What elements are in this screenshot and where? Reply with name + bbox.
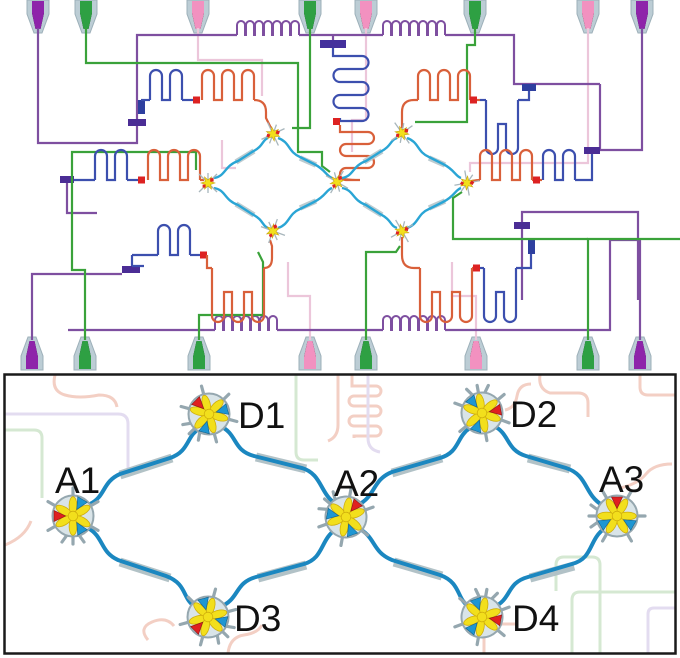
qubit-label-D4: D4: [512, 598, 559, 639]
top-connector-pads: [26, 0, 654, 34]
qubit-stars: [198, 120, 481, 245]
ghost-traces: [5, 375, 675, 653]
readout-assembly-D1: [141, 68, 272, 129]
coupler-network-teal: [213, 136, 462, 230]
readout-assembly-A3: [471, 148, 594, 184]
zoom-micrograph-panel: A1 D1 A2 D2 A3 D3 D4: [3, 373, 677, 655]
qubit-label-D2: D2: [510, 394, 557, 435]
chip-schematic-panel: [20, 0, 680, 371]
feedline-purple: [30, 20, 644, 340]
qubit-labels: A1 D1 A2 D2 A3 D3 D4: [55, 394, 644, 639]
qubit-label-A3: A3: [599, 459, 644, 500]
qubit-label-D3: D3: [234, 598, 281, 639]
qubit-label-A1: A1: [55, 460, 100, 501]
readout-assembly-D2: [400, 68, 531, 156]
qubit-label-A2: A2: [334, 463, 379, 504]
micrograph-border: [3, 373, 677, 655]
qubit-label-D1: D1: [238, 395, 285, 436]
readout-assembly-A1: [74, 148, 204, 184]
feedline-capacitors: [60, 40, 600, 273]
readout-assembly-D4: [400, 237, 533, 324]
readout-assembly-D3: [130, 223, 274, 324]
unused-lines-pink: [196, 28, 590, 340]
bottom-connector-pads: [20, 336, 652, 371]
